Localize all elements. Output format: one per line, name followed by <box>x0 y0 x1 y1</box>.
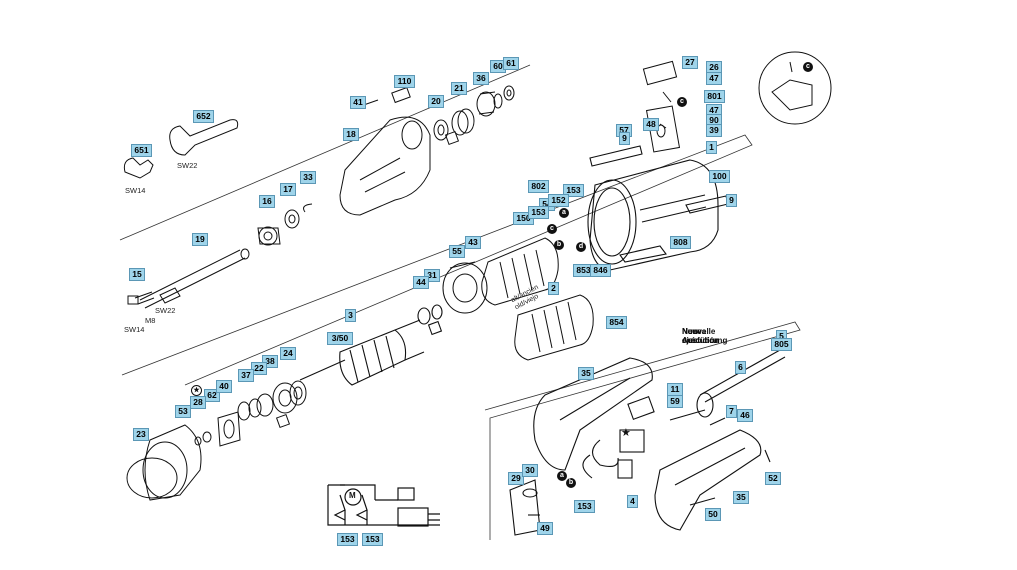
part-label: 9 <box>619 132 630 145</box>
part-label: 60 <box>490 60 506 73</box>
housing-assembly <box>339 86 431 216</box>
wrench-size-sw14: SW14 <box>125 186 146 195</box>
part-label: 153 <box>574 500 595 513</box>
guide-lines <box>119 64 801 540</box>
part-label: 801 <box>704 90 725 103</box>
marker-c: c <box>547 224 557 234</box>
part-label: 110 <box>394 75 415 88</box>
part-label: 24 <box>280 347 296 360</box>
part-label: 52 <box>765 472 781 485</box>
star-marker-gear: ★ <box>191 385 202 396</box>
part-label: 20 <box>428 95 444 108</box>
marker-c-detail: c <box>803 62 813 72</box>
handle-assembly <box>509 349 786 536</box>
part-label: 7 <box>726 405 737 418</box>
detail-circle <box>758 51 832 125</box>
wrench-size-sw22: SW22 <box>177 161 198 170</box>
star-marker-switch: ★ <box>621 426 631 439</box>
part-label: 15 <box>129 268 145 281</box>
part-label: 38 <box>262 355 278 368</box>
upper-bearings <box>433 85 515 146</box>
marker-c-brush: c <box>677 97 687 107</box>
note-line-fr: Nouvelle exécution <box>682 327 720 345</box>
part-label: 19 <box>192 233 208 246</box>
part-label: 43 <box>465 236 481 249</box>
wiring-schematic <box>327 484 440 527</box>
brush-holders <box>642 60 681 153</box>
part-label: 50 <box>705 508 721 521</box>
marker-a: a <box>559 208 569 218</box>
wrenches <box>123 119 239 179</box>
part-label: 53 <box>175 405 191 418</box>
part-label: 854 <box>606 316 627 329</box>
part-label: 18 <box>343 128 359 141</box>
part-label: 153 <box>563 184 584 197</box>
part-label: 55 <box>449 245 465 258</box>
part-label: 152 <box>548 194 569 207</box>
part-label: 46 <box>737 409 753 422</box>
note-line-en: New execution <box>682 327 720 345</box>
part-label: 3/50 <box>327 332 353 345</box>
part-label: 36 <box>473 72 489 85</box>
motor-housing <box>587 145 729 271</box>
part-label: 35 <box>733 491 749 504</box>
part-label: 153 <box>362 533 383 546</box>
part-label: 61 <box>503 57 519 70</box>
part-label: 153 <box>528 206 549 219</box>
part-label: 846 <box>590 264 611 277</box>
part-label: 9 <box>726 194 737 207</box>
collet-size-sw22: SW22 <box>155 306 176 315</box>
note-line-es: Nueva ejecución <box>682 327 719 345</box>
marker-a-cord: a <box>557 471 567 481</box>
part-label: 1 <box>706 141 717 154</box>
part-label: 35 <box>578 367 594 380</box>
armature <box>299 304 443 386</box>
part-label: 39 <box>706 124 722 137</box>
part-label: 4 <box>627 495 638 508</box>
part-label: 805 <box>771 338 792 351</box>
part-label: 3 <box>345 309 356 322</box>
part-label: 652 <box>193 110 214 123</box>
part-label: 22 <box>251 362 267 375</box>
thread-size-m8: M8 <box>145 316 156 325</box>
part-label: 153 <box>337 533 358 546</box>
part-label: 48 <box>643 118 659 131</box>
part-label: 40 <box>216 380 232 393</box>
part-label: 17 <box>280 183 296 196</box>
part-label: 29 <box>508 472 524 485</box>
part-label: 100 <box>709 170 730 183</box>
marker-d: d <box>576 242 586 252</box>
part-label: 49 <box>537 522 553 535</box>
part-label: 28 <box>190 396 206 409</box>
part-label: 23 <box>133 428 149 441</box>
schematic-motor-symbol: M <box>349 491 356 500</box>
part-label: 808 <box>670 236 691 249</box>
part-label: 21 <box>451 82 467 95</box>
spindle-parts <box>127 203 313 309</box>
part-label: 27 <box>682 56 698 69</box>
part-label: 16 <box>259 195 275 208</box>
marker-b: b <box>554 240 564 250</box>
note-line-de: Neue Ausführung <box>682 327 728 345</box>
part-label: 802 <box>528 180 549 193</box>
part-label: 59 <box>667 395 683 408</box>
gear-head <box>126 380 307 501</box>
part-label: 37 <box>238 369 254 382</box>
part-label: 44 <box>413 276 429 289</box>
part-label: 6 <box>735 361 746 374</box>
nut-size-sw14: SW14 <box>124 325 145 334</box>
marker-b-cord: b <box>566 478 576 488</box>
part-label: 30 <box>522 464 538 477</box>
part-label: 47 <box>706 72 722 85</box>
part-label: 41 <box>350 96 366 109</box>
part-label: 47 <box>706 104 722 117</box>
part-label: 33 <box>300 171 316 184</box>
part-label: 2 <box>548 282 559 295</box>
part-label: 651 <box>131 144 152 157</box>
